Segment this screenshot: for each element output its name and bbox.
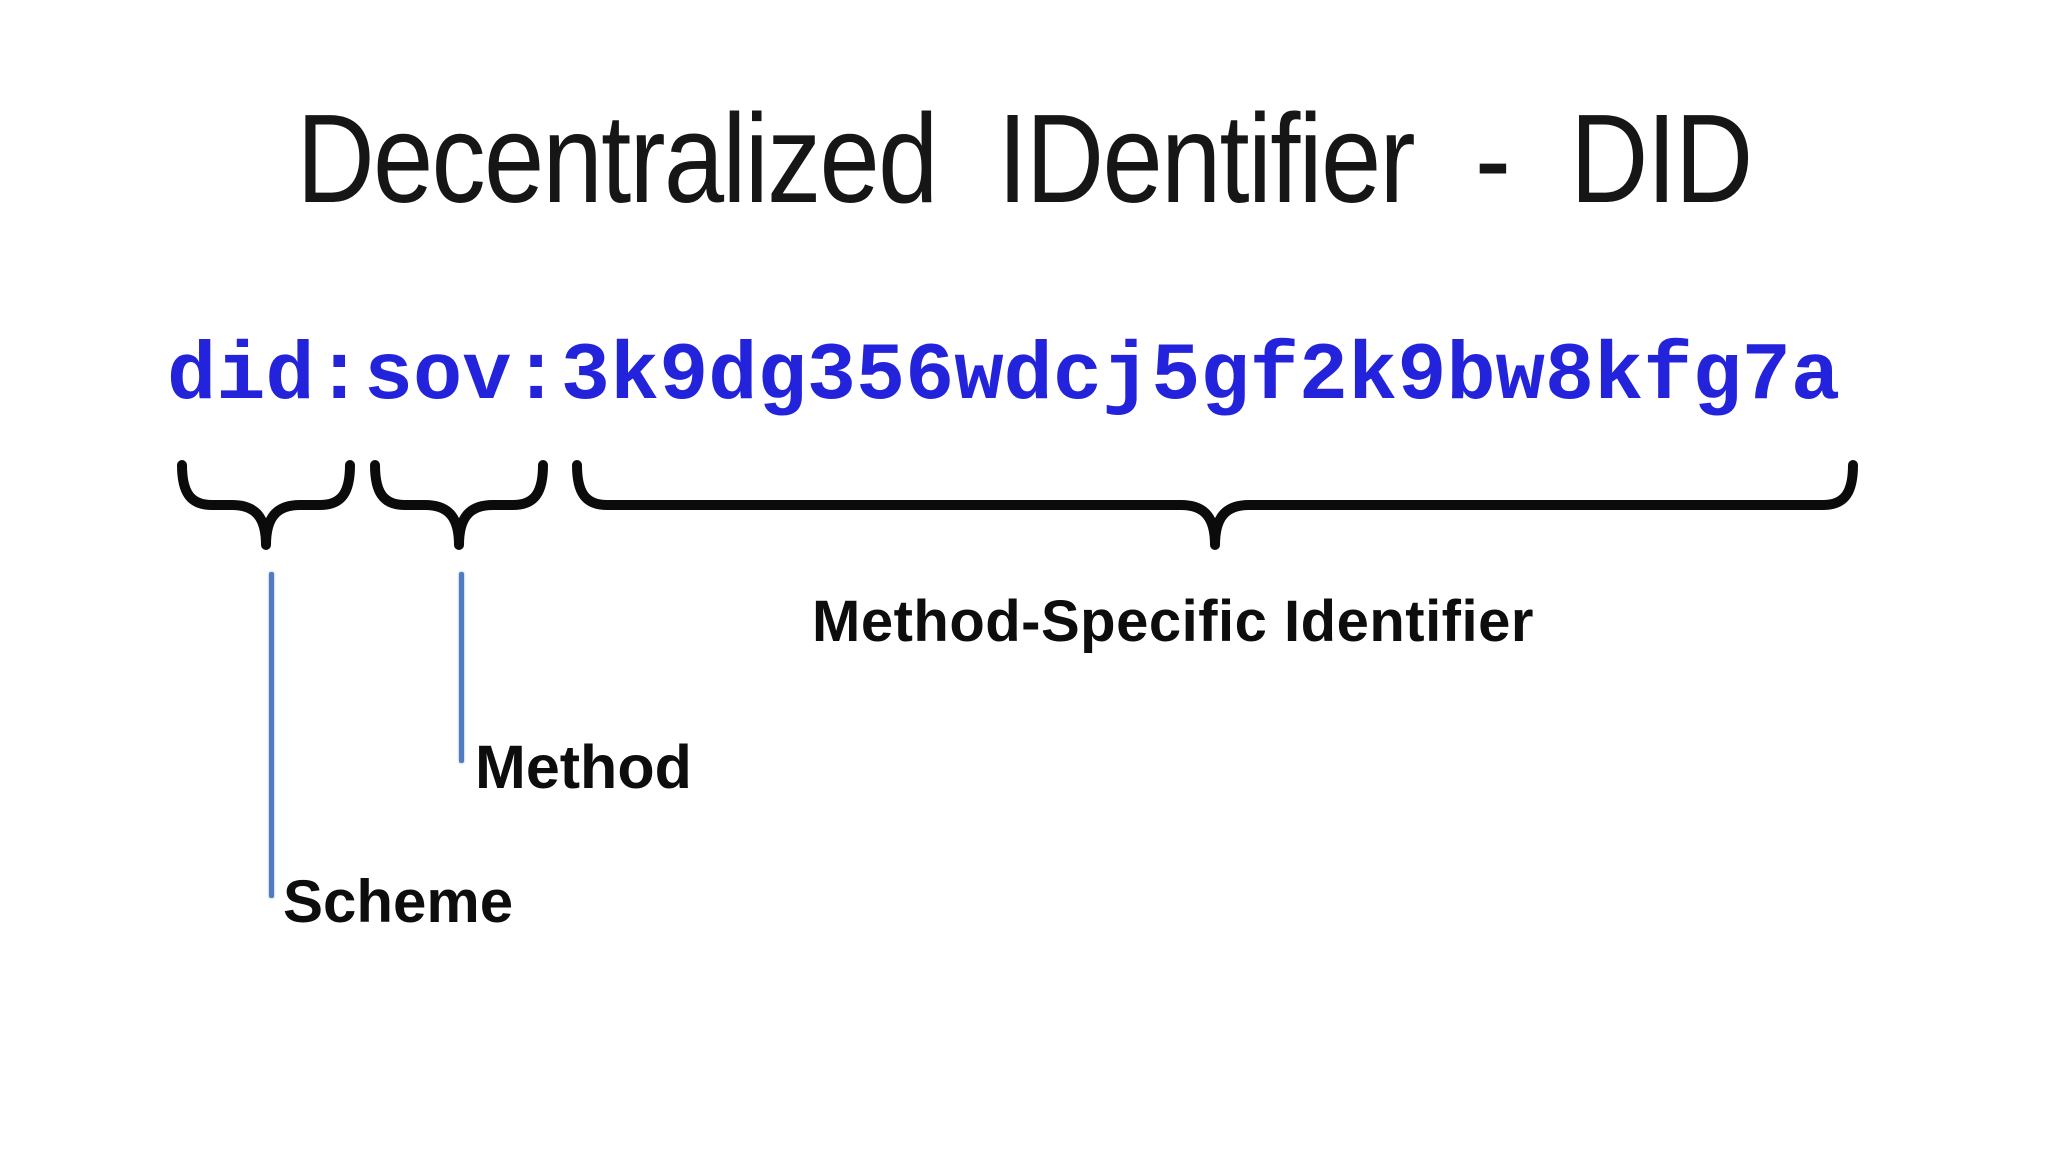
braces-layer	[177, 460, 1858, 550]
did-method-text: sov	[363, 330, 512, 423]
did-scheme-text: did	[167, 330, 315, 423]
method-label: Method	[475, 733, 692, 801]
method-connector-line	[459, 572, 464, 763]
method-brace	[370, 460, 548, 550]
did-separator-1: :	[314, 330, 364, 423]
scheme-label: Scheme	[283, 868, 514, 935]
did-separator-2: :	[511, 330, 561, 423]
identifier-brace	[572, 460, 1858, 550]
did-string: did:sov:3k9dg356wdcj5gf2k9bw8kfg7a	[167, 336, 1840, 418]
scheme-brace	[177, 460, 355, 550]
scheme-connector-line	[269, 572, 274, 898]
did-identifier-text: 3k9dg356wdcj5gf2k9bw8kfg7a	[560, 330, 1841, 423]
identifier-label: Method-Specific Identifier	[812, 589, 1534, 654]
page-title: Decentralized IDentifier - DID	[296, 88, 1753, 229]
